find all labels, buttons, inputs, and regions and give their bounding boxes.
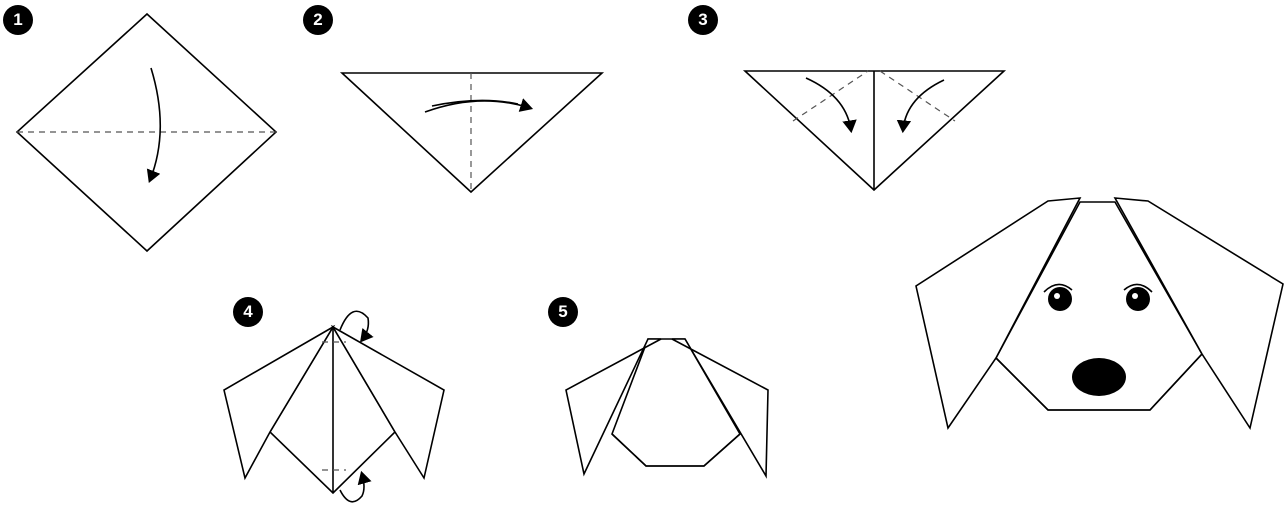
dog-nose xyxy=(1072,358,1126,396)
dog-left-eye-highlight xyxy=(1054,293,1060,299)
dog-right-eye-highlight xyxy=(1132,293,1138,299)
step-4-figure xyxy=(224,311,444,502)
step-2-figure xyxy=(342,73,602,192)
step-1-badge: 1 xyxy=(3,5,33,35)
dog-right-eye xyxy=(1126,287,1150,311)
step-5-figure xyxy=(566,339,768,476)
step-5-badge: 5 xyxy=(548,297,578,327)
step-2-triangle xyxy=(342,73,602,192)
step-2-badge: 2 xyxy=(303,5,333,35)
step-3-figure xyxy=(745,71,1004,190)
step-4-badge: 4 xyxy=(233,297,263,327)
final-dog-face xyxy=(916,198,1283,428)
step-1-figure xyxy=(17,14,276,251)
step-3-badge: 3 xyxy=(688,5,718,35)
dog-left-eye xyxy=(1048,287,1072,311)
